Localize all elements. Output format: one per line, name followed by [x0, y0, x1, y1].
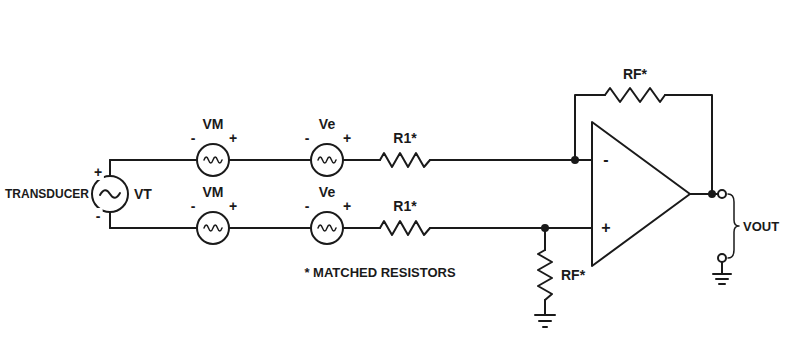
signal-label: VM — [201, 116, 226, 132]
output-bracket — [728, 194, 739, 258]
polarity-sign: + — [227, 198, 239, 214]
device-label: TRANSDUCER — [3, 187, 91, 201]
polarity-sign: - — [94, 208, 103, 224]
component-label: R1* — [391, 130, 418, 146]
note: * MATCHED RESISTORS — [302, 265, 457, 280]
noise-source-symbol — [197, 212, 229, 244]
polarity-sign: - — [303, 198, 312, 214]
polarity-sign: + — [341, 130, 353, 146]
signal-label: Ve — [317, 184, 337, 200]
signal-label: VM — [201, 184, 226, 200]
input-sign: + — [599, 219, 612, 237]
noise-source-symbol — [311, 144, 343, 176]
resistor-symbol — [380, 221, 430, 235]
polarity-sign: - — [189, 130, 198, 146]
polarity-sign: + — [227, 130, 239, 146]
feedback-wire — [575, 95, 712, 194]
inverting-path-wire — [110, 159, 592, 161]
resistor-symbol — [605, 88, 665, 102]
polarity-sign: + — [341, 198, 353, 214]
noninverting-path-wire — [110, 227, 592, 229]
op-amp-triangle — [592, 122, 690, 266]
noise-source-symbol — [311, 212, 343, 244]
output-terminals — [690, 190, 731, 284]
signal-label: Ve — [317, 116, 337, 132]
polarity-sign: + — [92, 164, 104, 180]
transducer-source — [92, 160, 128, 228]
resistor-symbol — [380, 153, 430, 167]
signal-label: VT — [132, 186, 154, 202]
polarity-sign: - — [189, 198, 198, 214]
signal-label: VOUT — [741, 219, 781, 234]
input-sign: - — [601, 151, 610, 169]
component-label: R1* — [391, 198, 418, 214]
component-label: RF* — [621, 66, 649, 82]
polarity-sign: - — [303, 130, 312, 146]
noise-source-symbol — [197, 144, 229, 176]
ground-resistor — [535, 228, 555, 327]
component-label: RF* — [559, 267, 587, 283]
